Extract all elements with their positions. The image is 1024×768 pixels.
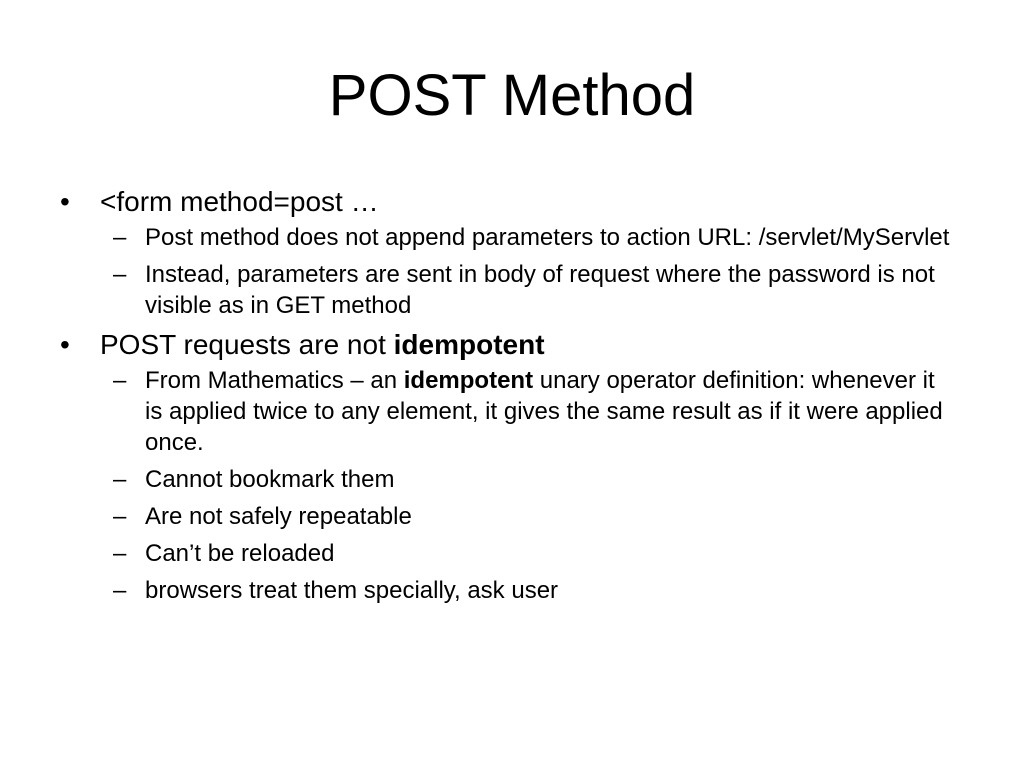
dash-icon: – [113,540,127,567]
slide-content: • <form method=post … – Post method does… [58,184,958,612]
bullet-text: <form method=post … [100,186,379,217]
sub-bullet-text: browsers treat them specially, ask user [145,577,559,604]
dash-icon: – [113,503,127,530]
sub-bullet-item: – Post method does not append parameters… [58,222,958,253]
bullet-bold-term: idempotent [393,329,545,360]
bullet-icon: • [60,186,70,217]
slide-title: POST Method [328,63,696,128]
sub-bullet-text-after: unary operator definition: whenever it i… [145,367,943,456]
dash-icon: – [113,577,127,604]
sub-bullet-text: Are not safely repeatable [145,503,412,530]
sub-bullet-item: – Cannot bookmark them [58,464,958,495]
bullet-icon: • [60,329,70,360]
dash-icon: – [113,261,127,288]
bullet-text: POST requests are not [100,329,394,360]
sub-bullet-item: – Can’t be reloaded [58,538,958,569]
bullet-item: • <form method=post … [58,184,958,219]
sub-bullet-item: – Are not safely repeatable [58,501,958,532]
sub-bullet-text: Post method does not append parameters t… [145,224,950,251]
sub-bullet-item: – Instead, parameters are sent in body o… [58,259,958,321]
dash-icon: – [113,466,127,493]
sub-bullet-item: – browsers treat them specially, ask use… [58,575,958,606]
sub-bullet-text: Instead, parameters are sent in body of … [145,261,935,319]
dash-icon: – [113,367,127,394]
sub-bullet-text: From Mathematics – an [145,367,404,394]
sub-bullet-item: – From Mathematics – an idempotent unary… [58,365,958,458]
dash-icon: – [113,224,127,251]
sub-bullet-text: Cannot bookmark them [145,466,395,493]
bullet-item: • POST requests are not idempotent [58,327,958,362]
sub-bullet-bold-term: idempotent [403,367,534,394]
sub-bullet-text: Can’t be reloaded [145,540,335,567]
